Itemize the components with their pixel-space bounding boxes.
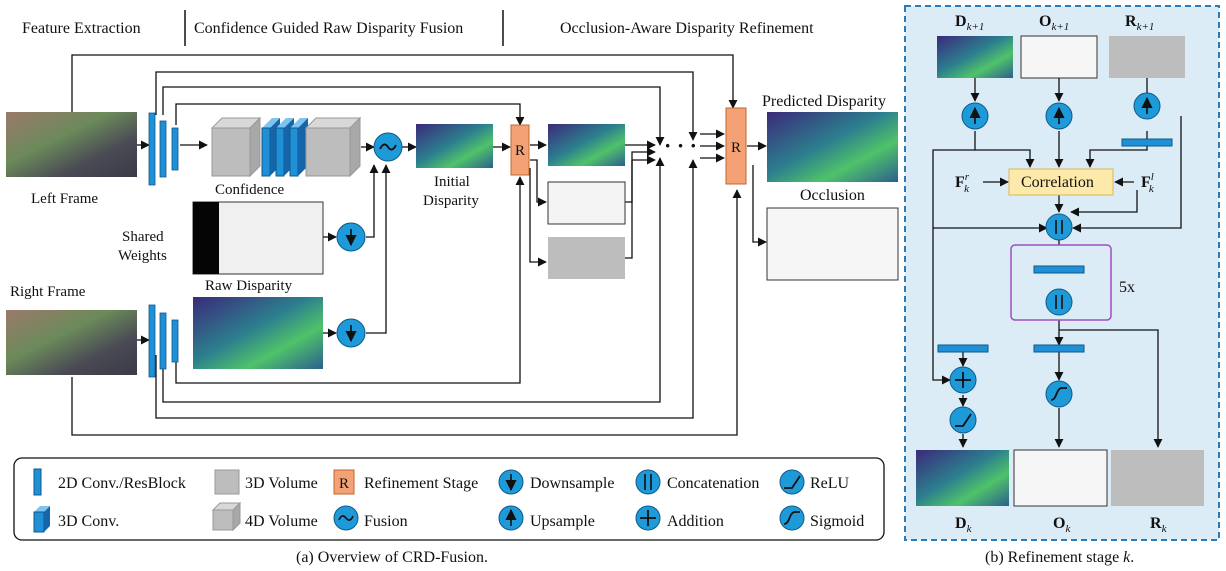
legend-addition-label: Addition xyxy=(667,513,724,530)
refinement-stage-1: R xyxy=(510,124,530,176)
occlusion-label: Occlusion xyxy=(800,187,865,204)
predicted-disparity-image xyxy=(767,112,898,182)
left-frame-image xyxy=(6,112,137,177)
d-prev-image xyxy=(937,36,1013,78)
legend-sigmoid-icon xyxy=(779,505,805,531)
shared-weights-label-1: Shared xyxy=(122,229,164,245)
addition-node xyxy=(949,366,977,394)
header-feature-extraction: Feature Extraction xyxy=(22,20,141,37)
relu-node xyxy=(949,406,977,434)
conv-bar-repeat xyxy=(1033,265,1085,274)
legend-refinement-label: Refinement Stage xyxy=(364,475,478,492)
conv-bar-r xyxy=(1121,138,1173,147)
legend-volume3d-swatch xyxy=(214,469,240,495)
upsample-node-r xyxy=(1133,92,1161,120)
raw-disparity-left-occlusion xyxy=(193,202,219,274)
legend-conv2d-swatch xyxy=(33,468,42,496)
legend-refinement-swatch: R xyxy=(333,469,355,495)
feature-extractor-top xyxy=(148,112,179,186)
sigmoid-node xyxy=(1045,380,1073,408)
refinement-stage-final: R xyxy=(725,107,747,185)
legend-conv3d-label: 3D Conv. xyxy=(58,513,119,530)
caption-a: (a) Overview of CRD-Fusion. xyxy=(296,549,488,566)
correlation-label: Correlation xyxy=(1021,174,1094,191)
legend-relu-icon xyxy=(779,469,805,495)
repeat-block xyxy=(1010,244,1112,321)
downsample-node xyxy=(336,318,366,348)
header-occlusion-refinement: Occlusion-Aware Disparity Refinement xyxy=(560,20,814,37)
downsample-node xyxy=(336,222,366,252)
initial-disparity-label-1: Initial xyxy=(434,174,470,190)
conv-bar-o xyxy=(1033,344,1085,353)
legend-conv2d-label: 2D Conv./ResBlock xyxy=(58,475,186,492)
stage1-residual-image xyxy=(548,237,625,279)
o-prev-image xyxy=(1020,35,1098,79)
initial-disparity-label-2: Disparity xyxy=(423,193,479,209)
svg-text:R: R xyxy=(339,476,349,492)
d-out-label: Dk xyxy=(955,515,973,535)
r-out-label: Rk xyxy=(1150,515,1168,535)
legend-upsample-label: Upsample xyxy=(530,513,595,530)
cost-volume xyxy=(210,116,362,178)
legend-conv3d-swatch xyxy=(33,506,50,533)
legend-fusion-label: Fusion xyxy=(364,513,408,530)
stage1-occlusion-image xyxy=(547,181,626,225)
o-out-label: Ok xyxy=(1053,515,1071,535)
legend-box xyxy=(13,457,885,541)
legend-addition-icon xyxy=(635,505,661,531)
svg-text:R: R xyxy=(731,140,741,156)
shared-weights-label-2: Weights xyxy=(118,248,167,264)
fusion-node xyxy=(373,132,403,162)
predicted-disparity-label: Predicted Disparity xyxy=(762,93,886,110)
r-prev-label: Rk+1 xyxy=(1125,13,1154,33)
stage1-disparity-image xyxy=(548,124,625,166)
concat-node xyxy=(1045,213,1073,241)
confidence-label: Confidence xyxy=(215,182,284,198)
upsample-node-d xyxy=(961,102,989,130)
legend-volume3d-label: 3D Volume xyxy=(245,475,318,492)
raw-disparity-label: Raw Disparity xyxy=(205,278,293,294)
o-prev-label: Ok+1 xyxy=(1039,13,1069,33)
correlation-box xyxy=(1008,168,1114,196)
occlusion-image xyxy=(766,207,899,281)
legend-volume4d-swatch xyxy=(211,501,242,532)
legend-downsample-label: Downsample xyxy=(530,475,614,492)
flow-lines xyxy=(71,54,767,436)
raw-disparity-right-image xyxy=(193,297,323,369)
stage-ellipsis: · · · xyxy=(664,133,697,158)
conv-bar-d xyxy=(937,344,989,353)
legend-fusion-icon xyxy=(333,505,359,531)
svg-text:R: R xyxy=(515,143,525,159)
right-frame-label: Right Frame xyxy=(10,284,86,300)
caption-b: (b) Refinement stage k. xyxy=(985,549,1134,566)
legend-volume4d-label: 4D Volume xyxy=(245,513,318,530)
upsample-node-o xyxy=(1045,102,1073,130)
legend-downsample-icon xyxy=(498,469,524,495)
concat-node-repeat xyxy=(1045,288,1073,316)
d-out-image xyxy=(916,450,1009,506)
legend-relu-label: ReLU xyxy=(810,475,850,492)
repeat-label: 5x xyxy=(1119,279,1135,296)
left-frame-label: Left Frame xyxy=(31,191,98,207)
r-prev-image xyxy=(1109,36,1185,78)
feature-extractor-bottom xyxy=(148,304,179,378)
legend-concatenation-icon xyxy=(635,469,661,495)
d-prev-label: Dk+1 xyxy=(955,13,984,33)
right-frame-image xyxy=(6,310,137,375)
legend-sigmoid-label: Sigmoid xyxy=(810,513,864,530)
legend-concatenation-label: Concatenation xyxy=(667,475,759,492)
r-out-image xyxy=(1111,450,1204,506)
o-out-image xyxy=(1013,449,1108,507)
legend-upsample-icon xyxy=(498,505,524,531)
initial-disparity-image xyxy=(416,124,493,168)
header-confidence-fusion: Confidence Guided Raw Disparity Fusion xyxy=(194,20,463,37)
